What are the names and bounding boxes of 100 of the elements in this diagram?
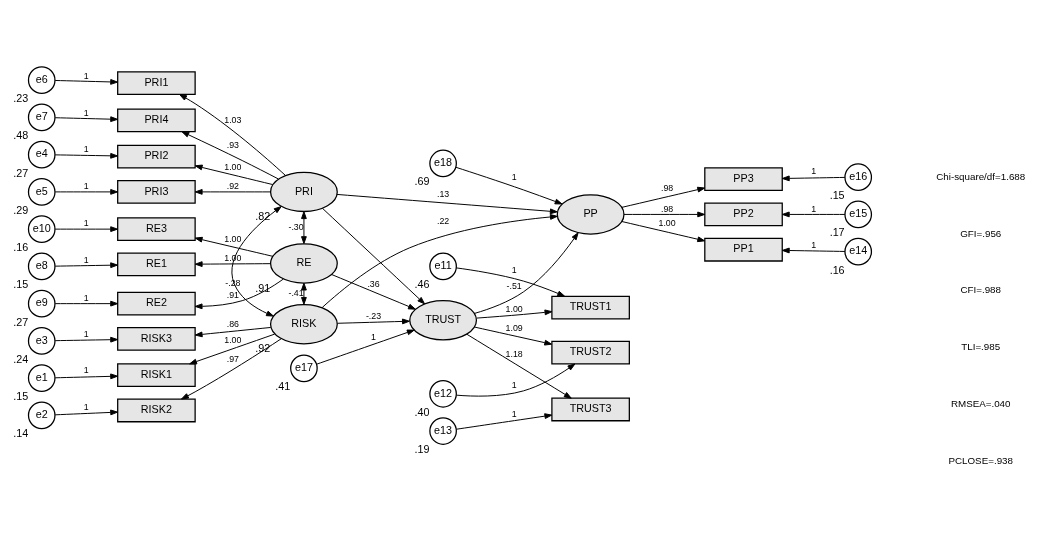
arrow — [321, 214, 558, 308]
node-label: .27 — [13, 166, 29, 179]
node-circle: e3 — [27, 327, 56, 355]
node-label: .27 — [13, 315, 29, 328]
edge-label: -.28 — [225, 278, 241, 289]
edge-label: 1 — [83, 365, 89, 376]
arrow — [455, 413, 553, 430]
arrow — [54, 116, 119, 123]
node-ellipse: RE — [269, 243, 338, 284]
node-circle: e10 — [27, 215, 56, 243]
edge-label: .98 — [660, 183, 674, 194]
edge-label: 1.00 — [224, 335, 242, 346]
node-label: .19 — [414, 442, 430, 455]
node-circle: e5 — [27, 178, 56, 206]
node-circle: e17 — [290, 354, 318, 383]
node-label: .23 — [13, 92, 29, 105]
arrow — [466, 333, 572, 399]
node-circle: e4 — [27, 140, 56, 169]
label: CFI=.988 — [960, 284, 1002, 296]
node-box: RISK1 — [117, 363, 196, 388]
node-label: .14 — [13, 427, 29, 440]
edge-label: .13 — [436, 188, 450, 199]
edge-label: 1 — [511, 265, 517, 276]
arrow — [54, 373, 119, 380]
arrow — [194, 164, 274, 186]
arrow — [322, 207, 425, 305]
arrow — [179, 94, 286, 176]
arrow — [623, 211, 706, 218]
node-label: .46 — [414, 278, 430, 291]
arrow — [54, 152, 119, 159]
edge-label: 1 — [83, 71, 89, 82]
arrow — [621, 221, 706, 243]
node-box: TRUST2 — [551, 340, 630, 365]
label: GFI=.956 — [960, 227, 1002, 239]
label: TLI=.985 — [961, 341, 1001, 353]
node-circle: e9 — [27, 289, 56, 318]
node-label: .15 — [13, 278, 29, 291]
edge-label: 1 — [83, 218, 89, 229]
edge-label: 1.00 — [658, 218, 676, 229]
node-circle: e12 — [429, 379, 457, 408]
arrow — [194, 327, 272, 338]
node-circle: e8 — [27, 252, 56, 281]
node-circle: e15 — [844, 200, 873, 229]
edge-label: 1 — [83, 401, 89, 412]
arrow — [54, 409, 119, 416]
node-box: TRUST3 — [551, 397, 630, 422]
node-box: RE1 — [117, 252, 196, 277]
arrow — [194, 189, 271, 195]
arrow — [316, 329, 415, 365]
node-box: PRI2 — [117, 144, 196, 169]
node-circle: e11 — [429, 252, 457, 281]
arrow — [476, 309, 553, 319]
arrow — [474, 232, 579, 314]
arrow — [194, 261, 271, 267]
arrow — [456, 363, 576, 397]
edge-label: 1.00 — [224, 234, 242, 245]
node-box: PRI3 — [117, 180, 196, 204]
arrow — [54, 226, 119, 233]
arrow — [231, 206, 282, 317]
arrow — [336, 193, 558, 215]
node-box: PP2 — [704, 202, 783, 227]
edge-label: 1 — [83, 107, 89, 118]
node-label: .16 — [829, 263, 845, 276]
arrow — [301, 282, 307, 305]
node-box: PP3 — [704, 167, 783, 192]
node-label: .15 — [829, 189, 845, 202]
edge-label: 1 — [83, 329, 89, 340]
label: RMSEA=.040 — [950, 398, 1011, 410]
node-box: RE3 — [117, 217, 196, 242]
arrow — [189, 333, 276, 365]
node-label: .41 — [275, 380, 291, 393]
arrow — [194, 236, 274, 257]
arrow — [455, 267, 566, 297]
edge-label: 1 — [811, 239, 817, 250]
node-circle: e2 — [27, 401, 56, 430]
arrow — [301, 211, 307, 244]
label: Chi-square/df=1.688 — [936, 170, 1026, 182]
edge-label: 1 — [811, 166, 817, 177]
node-box: RISK3 — [117, 327, 196, 351]
edge-label: .91 — [226, 289, 239, 300]
node-ellipse: RISK — [269, 303, 338, 345]
arrow — [54, 189, 119, 195]
arrow — [54, 79, 119, 85]
edge-label: 1.00 — [505, 303, 523, 314]
edge-label: .92 — [226, 181, 239, 192]
node-label: .24 — [13, 352, 29, 365]
edge-label: -.23 — [365, 310, 382, 321]
edge-label: 1.09 — [505, 323, 523, 334]
node-box: RISK2 — [117, 398, 196, 423]
edge-label: 1 — [511, 408, 517, 419]
edge-label: 1 — [811, 203, 817, 214]
arrow — [331, 274, 416, 310]
node-label: .69 — [414, 175, 430, 188]
node-box: PRI4 — [117, 108, 196, 133]
node-label: .48 — [13, 129, 29, 142]
edge-label: .22 — [436, 216, 450, 227]
edge-label: 1.03 — [224, 114, 242, 125]
edge-label: .93 — [226, 139, 239, 150]
edge-label: .98 — [660, 203, 674, 214]
arrow — [781, 175, 846, 182]
